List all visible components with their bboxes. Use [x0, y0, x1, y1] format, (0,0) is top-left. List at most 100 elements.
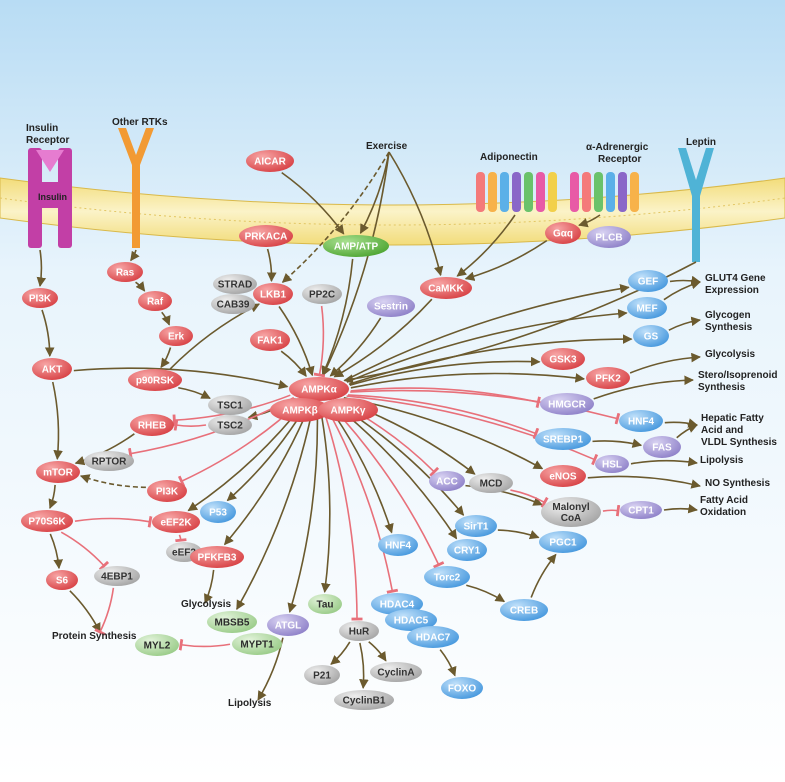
node-label: HNF4 — [628, 417, 655, 428]
edge-enos-to-nos — [587, 475, 701, 489]
node-shape — [541, 348, 585, 370]
node-shape — [424, 566, 470, 588]
node-shape — [302, 284, 342, 304]
insulin-label: Insulin — [38, 192, 67, 202]
node-shape — [620, 501, 662, 519]
edge-ampka-to-tau — [318, 402, 331, 593]
node-myl2: MYL2 — [135, 634, 179, 656]
node-acc: ACC — [429, 471, 465, 491]
node-label: CyclinA — [377, 668, 414, 679]
node-label: Erk — [168, 332, 185, 343]
edge-pi3k_low-to-mtor — [79, 474, 146, 489]
node-label: S6 — [56, 576, 69, 587]
edge-akt-to-mtor — [51, 381, 63, 460]
edge-torc2-to-creb — [466, 584, 506, 603]
node-strad: STRAD — [213, 274, 257, 294]
edge-adr-to-gaq — [578, 214, 601, 228]
lipolysis-low-output: Lipolysis — [228, 698, 272, 709]
leptin-receptor-icon — [678, 148, 714, 262]
node-shape — [200, 501, 236, 523]
node-shape — [232, 633, 282, 655]
edge-mypt1-to-myl2 — [178, 639, 231, 651]
node-label: PLCB — [595, 233, 622, 244]
node-shape — [208, 395, 252, 415]
node-label: STRAD — [218, 280, 252, 291]
edges-layer — [36, 151, 701, 701]
edge-akt-to-ampka — [73, 367, 289, 390]
node-sestrin: Sestrin — [367, 295, 415, 317]
insulin-receptor-icon — [28, 148, 72, 248]
node-label: eNOS — [549, 472, 577, 483]
node-shape — [246, 150, 294, 172]
node-hur: HuR — [339, 621, 379, 641]
node-label: CyclinB1 — [343, 696, 386, 707]
node-label: SirT1 — [463, 522, 488, 533]
node-shape — [643, 436, 681, 458]
node-label: P21 — [313, 671, 331, 682]
node-shape — [429, 471, 465, 491]
node-shape — [267, 614, 309, 636]
node-label: eEF2K — [160, 518, 192, 529]
edge-ampka-to-hur — [320, 402, 363, 621]
node-shape — [318, 398, 378, 422]
edge-ampka-to-gsk3 — [349, 356, 541, 386]
node-label: MBSB5 — [214, 618, 249, 629]
node-fas: FAS — [643, 436, 681, 458]
node-label: AICAR — [254, 157, 286, 168]
edge-sirt1-to-pgc1 — [497, 529, 540, 540]
node-mypt1: MYPT1 — [232, 633, 282, 655]
node-shape — [190, 546, 244, 568]
node-enos: eNOS — [540, 465, 586, 487]
edge-ampka-to-mbsb5 — [236, 402, 315, 611]
node-cab39: CAB39 — [211, 294, 255, 314]
node-shape — [250, 329, 290, 351]
node-shape — [500, 599, 548, 621]
edge-ampka-to-hdac4 — [323, 402, 399, 594]
alpha-adrenergic-receptor-icon — [570, 172, 639, 212]
node-label: HSL — [602, 460, 622, 471]
edge-pfk2-to-glyr — [629, 352, 701, 374]
node-aicar: AICAR — [246, 150, 294, 172]
node-shape — [633, 325, 669, 347]
node-label: HDAC4 — [380, 600, 415, 611]
node-shape — [46, 570, 78, 590]
node-shape — [378, 534, 418, 556]
node-label: HMGCR — [548, 400, 587, 411]
node-label: SREBP1 — [543, 435, 583, 446]
node-shape — [535, 428, 591, 450]
node-shape — [420, 277, 472, 299]
node-mbsb5: MBSB5 — [207, 611, 257, 633]
node-ampkb: AMPKβ — [270, 398, 330, 422]
edge-rheb-to-mtor — [74, 433, 135, 466]
node-label: 4EBP1 — [101, 572, 133, 583]
node-label: MCD — [480, 479, 503, 490]
edge-ampka-to-mef — [346, 308, 628, 383]
edge-ampka-to-gef — [344, 283, 630, 382]
node-prkaca: PRKACA — [239, 225, 293, 247]
node-ras: Ras — [107, 262, 143, 282]
node-label: PGC1 — [549, 538, 577, 549]
node-mtor: mTOR — [36, 461, 80, 483]
edge-p90rsk-to-tsc1 — [178, 386, 211, 400]
node-label: TSC2 — [217, 421, 243, 432]
node-shape — [469, 473, 513, 493]
edge-ras-to-raf — [135, 281, 146, 292]
node-shape — [94, 566, 140, 586]
edge-exercise-to-lkb1 — [281, 151, 390, 283]
edge-s6-to-prot — [69, 590, 101, 633]
adiponectin-label: Adiponectin — [480, 152, 538, 163]
node-shape — [138, 291, 172, 311]
edge-eef2k-to-eef2 — [175, 534, 187, 543]
node-hdac7: HDAC7 — [407, 626, 459, 648]
node-label: AMP/ATP — [334, 242, 379, 253]
edge-lkb1-to-ampka — [278, 306, 315, 377]
node-eef2k: eEF2K — [152, 511, 200, 533]
node-tsc2: TSC2 — [208, 415, 252, 435]
node-hmgcr: HMGCR — [540, 393, 594, 415]
node-label: CaMKK — [428, 284, 464, 295]
nodes-layer: PI3KAKTmTORP70S6KS6RasRafErkp90RSKAICARP… — [21, 150, 681, 710]
node-p21: P21 — [304, 665, 340, 685]
